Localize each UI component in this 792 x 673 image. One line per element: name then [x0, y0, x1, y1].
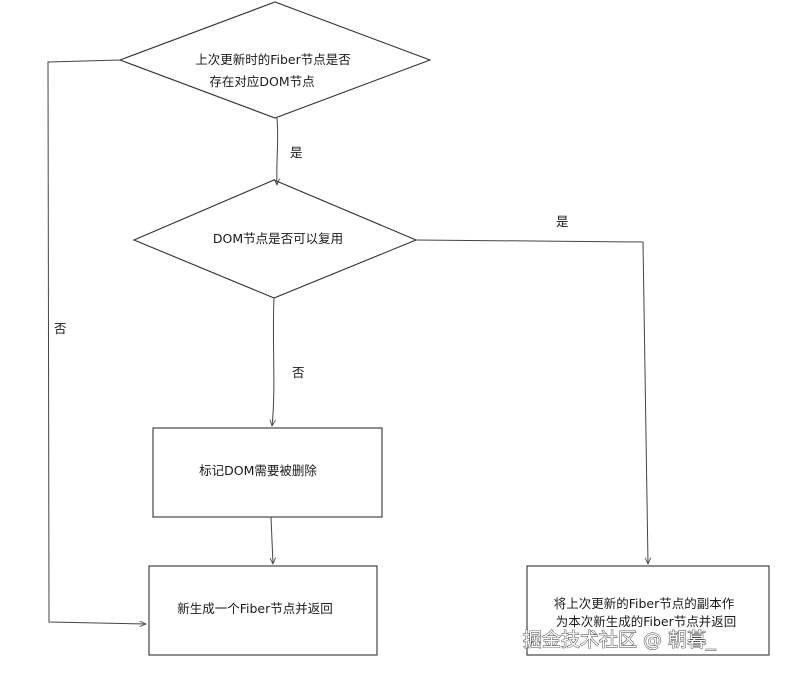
edge-d2-yes-label: 是 — [556, 214, 569, 229]
mark-delete-box — [152, 427, 383, 518]
edge-d1-no — [47, 59, 146, 624]
copy-fiber-label: 将上次更新的Fiber节点的副本作 为本次新生成的Fiber节点并返回 — [554, 596, 739, 629]
edge-d1-yes — [277, 117, 278, 185]
new-fiber-label: 新生成一个Fiber节点并返回 — [177, 601, 333, 616]
edge-d2-no — [272, 297, 274, 426]
watermark: 掘金技术社区 @ 朝暮_ — [523, 629, 716, 651]
edge-delete-to-new — [271, 516, 273, 564]
decision-fiber-dom-label: 上次更新时的Fiber节点是否 存在对应DOM节点 — [195, 52, 355, 89]
mark-delete-label: 标记DOM需要被删除 — [199, 463, 317, 478]
edge-d1-yes-label: 是 — [290, 145, 303, 160]
edge-d1-no-label: 否 — [54, 321, 67, 336]
copy-fiber-box — [526, 565, 770, 656]
edge-d2-no-label: 否 — [292, 365, 305, 380]
decision-fiber-dom-diamond — [118, 1, 432, 119]
new-fiber-box — [148, 565, 378, 656]
decision-reuse-label: DOM节点是否可以复用 — [213, 231, 343, 246]
edge-d2-yes — [415, 239, 648, 564]
